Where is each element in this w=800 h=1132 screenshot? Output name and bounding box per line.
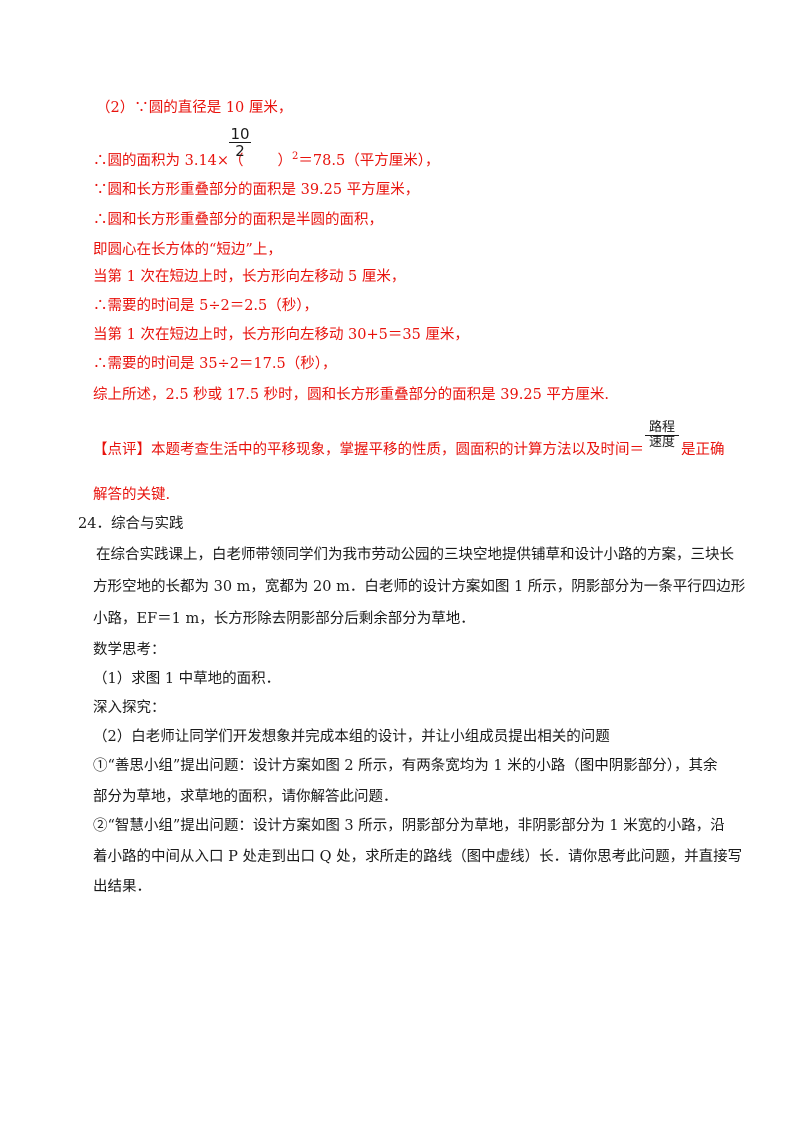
comment-suffix: 是正确 (681, 442, 725, 458)
solution-line-1: （2）∵圆的直径是 10 厘米， (96, 100, 293, 116)
square-exponent: 2 (292, 151, 299, 162)
solution-line-10: 综上所述，2.5 秒或 17.5 秒时，圆和长方形重叠部分的面积是 39.25 … (93, 387, 610, 403)
math-thinking-heading: 数学思考： (93, 642, 166, 658)
solution-line-8: 当第 1 次在短边上时，长方形向左移动 30+5＝35 厘米， (93, 327, 469, 343)
solution-line-7: ∴需要的时间是 5÷2＝2.5（秒）， (93, 298, 319, 314)
fraction-denominator: 2 (235, 142, 245, 160)
sub-question-2-intro: （2）白老师让同学们开发想象并完成本组的设计，并让小组成员提出相关的问题 (93, 729, 610, 745)
fraction-bar (645, 435, 679, 436)
fraction-denominator: 速度 (648, 435, 675, 450)
solution-line-2: ∴圆的面积为 3.14×（ ）2＝78.5（平方厘米）， (93, 147, 439, 171)
question-paragraph-3: 小路，EF＝1 m，长方形除去阴影部分后剩余部分为草地． (93, 611, 475, 627)
question-paragraph-1: 在综合实践课上，白老师带领同学们为我市劳动公园的三块空地提供铺草和设计小路的方案… (96, 547, 734, 563)
solution-line-6: 当第 1 次在短边上时，长方形向左移动 5 厘米， (93, 269, 406, 285)
question-title: 24．综合与实践 (78, 516, 184, 532)
fraction-bar (229, 142, 251, 143)
comment-line-2: 解答的关键. (93, 487, 171, 503)
comment-prefix: 【点评】本题考查生活中的平移现象，掌握平移的性质，圆面积的计算方法以及时间＝ (93, 442, 644, 458)
group-question-1-line-2: 部分为草地，求草地的面积，请你解答此问题． (93, 789, 398, 805)
solution-line-9: ∴需要的时间是 35÷2＝17.5（秒）， (93, 356, 337, 372)
solution-line-5: 即圆心在长方体的“短边”上， (93, 242, 282, 258)
group-question-1-line-1: ①“善思小组”提出问题：设计方案如图 2 所示，有两条宽均为 1 米的小路（图中… (93, 758, 718, 774)
question-paragraph-2: 方形空地的长都为 30 m，宽都为 20 m．白老师的设计方案如图 1 所示，阴… (93, 579, 746, 595)
further-exploration-heading: 深入探究： (93, 700, 166, 716)
area-expression-prefix: ∴圆的面积为 3.14×（ (93, 153, 244, 169)
group-question-2-line-2: 着小路的中间从入口 P 处走到出口 Q 处，求所走的路线（图中虚线）长．请你思考… (93, 849, 743, 865)
area-expression-mid: ） (277, 153, 293, 169)
distance-over-speed-fraction: 路程 速度 (644, 421, 680, 450)
fraction-numerator: 10 (230, 125, 250, 143)
solution-line-3: ∵圆和长方形重叠部分的面积是 39.25 平方厘米， (93, 182, 420, 198)
solution-line-4: ∴圆和长方形重叠部分的面积是半圆的面积， (93, 212, 383, 228)
ten-over-two-fraction: 10 2 (229, 126, 251, 159)
group-question-2-line-3: 出结果． (93, 879, 151, 895)
fraction-numerator: 路程 (648, 420, 675, 435)
area-expression-suffix: ＝78.5（平方厘米）， (298, 153, 440, 169)
sub-question-1: （1）求图 1 中草地的面积． (93, 671, 281, 687)
group-question-2-line-1: ②“智慧小组”提出问题：设计方案如图 3 所示，阴影部分为草地，非阴影部分为 1… (93, 818, 725, 834)
comment-line-1: 【点评】本题考查生活中的平移现象，掌握平移的性质，圆面积的计算方法以及时间＝ 是正… (93, 440, 725, 460)
